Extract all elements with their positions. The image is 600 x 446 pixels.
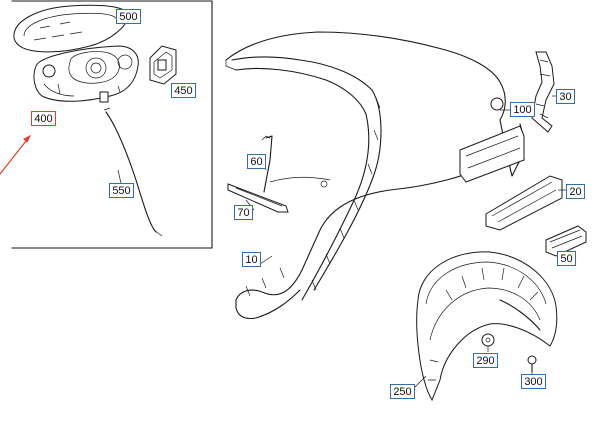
rail-20 [459,125,563,231]
leader-10 [259,255,273,265]
highlight-arrow [0,135,31,175]
trim-50 [545,225,587,257]
clip-290 [481,333,495,347]
callout-500[interactable]: 500 [116,9,141,24]
strip-70 [227,183,289,213]
callout-450[interactable]: 450 [171,83,196,98]
callout-60[interactable]: 60 [247,154,266,169]
callout-10[interactable]: 10 [242,252,261,267]
callout-290[interactable]: 290 [473,353,498,368]
callout-50[interactable]: 50 [557,251,576,266]
wheel-arch-liner-250 [416,251,558,402]
grommet-100 [490,97,504,111]
callout-20[interactable]: 20 [566,184,585,199]
hinge-60 [261,135,273,193]
actuator-450 [149,45,177,85]
callout-300[interactable]: 300 [521,374,546,389]
fuel-door-lid-500 [13,4,129,53]
fuel-filler-housing-400 [33,45,139,103]
callout-250[interactable]: 250 [390,384,415,399]
rear-quarter-panel-10 [225,31,525,320]
leader-250 [413,375,427,389]
inset-frame [11,0,213,249]
callout-400[interactable]: 400 [31,111,56,126]
drain-hose-550 [103,107,163,237]
callout-100[interactable]: 100 [510,102,535,117]
callout-550[interactable]: 550 [109,183,134,198]
screw-300 [527,355,537,373]
callout-30[interactable]: 30 [556,89,575,104]
callout-70[interactable]: 70 [234,205,253,220]
bracket-30 [531,51,555,133]
